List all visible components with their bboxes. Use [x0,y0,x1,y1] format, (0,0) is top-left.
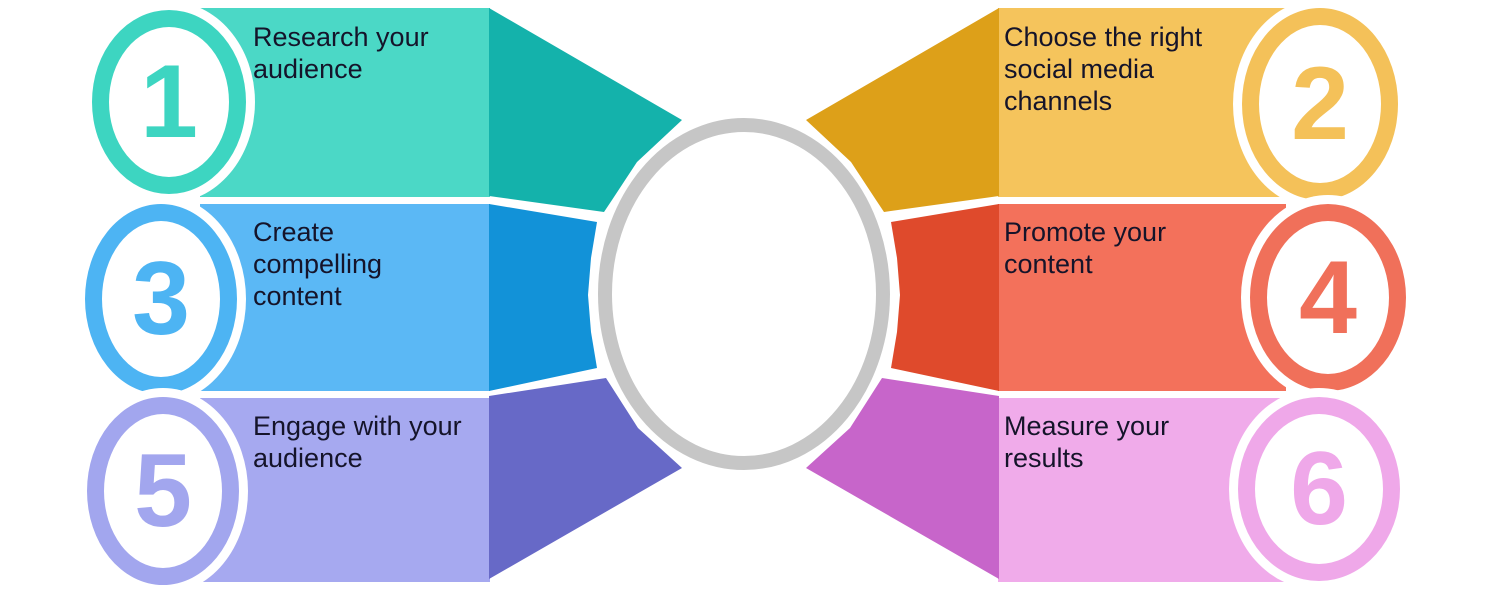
label-line: Measure your [1004,411,1170,441]
label-line: channels [1004,86,1113,116]
step-4-number-badge: 4 [1250,204,1406,391]
step-2-banner [998,8,1286,197]
label-line: Engage with your [253,411,462,441]
step-4-wedge [891,204,999,391]
step-5-label: Engage with your audience [253,410,508,474]
label-line: content [1004,249,1093,279]
step-1-label: Research your audience [253,21,503,85]
step-1-number-badge: 1 [92,10,246,194]
label-line: social media [1004,54,1155,84]
step-4-number: 4 [1299,239,1357,356]
label-line: Create [253,217,335,247]
step-1-banner [200,8,490,197]
step-5-number: 5 [134,433,192,549]
step-6-number-badge: 6 [1238,397,1400,581]
step-4-banner [998,204,1286,391]
step-3-label: Create compelling content [253,216,503,312]
step-1-number: 1 [140,44,198,160]
step-5-wedge [489,378,682,579]
step-2-number: 2 [1291,46,1349,162]
step-6-wedge [806,378,999,579]
step-2-number-badge: 2 [1242,8,1398,200]
step-2-label: Choose the right social media channels [1004,21,1254,117]
label-line: compelling [253,249,383,279]
step-6-number: 6 [1290,431,1348,547]
label-line: results [1004,443,1084,473]
step-6-label: Measure your results [1004,410,1254,474]
step-5-banner [200,398,490,582]
label-line: audience [253,54,363,84]
step-2-wedge [806,8,999,212]
step-3-number: 3 [132,241,190,357]
step-3-wedge [489,204,597,391]
step-1-wedge [489,8,682,212]
center-circle [598,118,890,470]
label-line: content [253,281,342,311]
step-5-number-badge: 5 [87,397,239,585]
step-4-label: Promote your content [1004,216,1254,280]
label-line: Research your [253,22,429,52]
label-line: Choose the right [1004,22,1203,52]
step-3-number-badge: 3 [85,204,237,394]
label-line: Promote your [1004,217,1167,247]
step-3-banner [200,204,490,391]
label-line: audience [253,443,363,473]
